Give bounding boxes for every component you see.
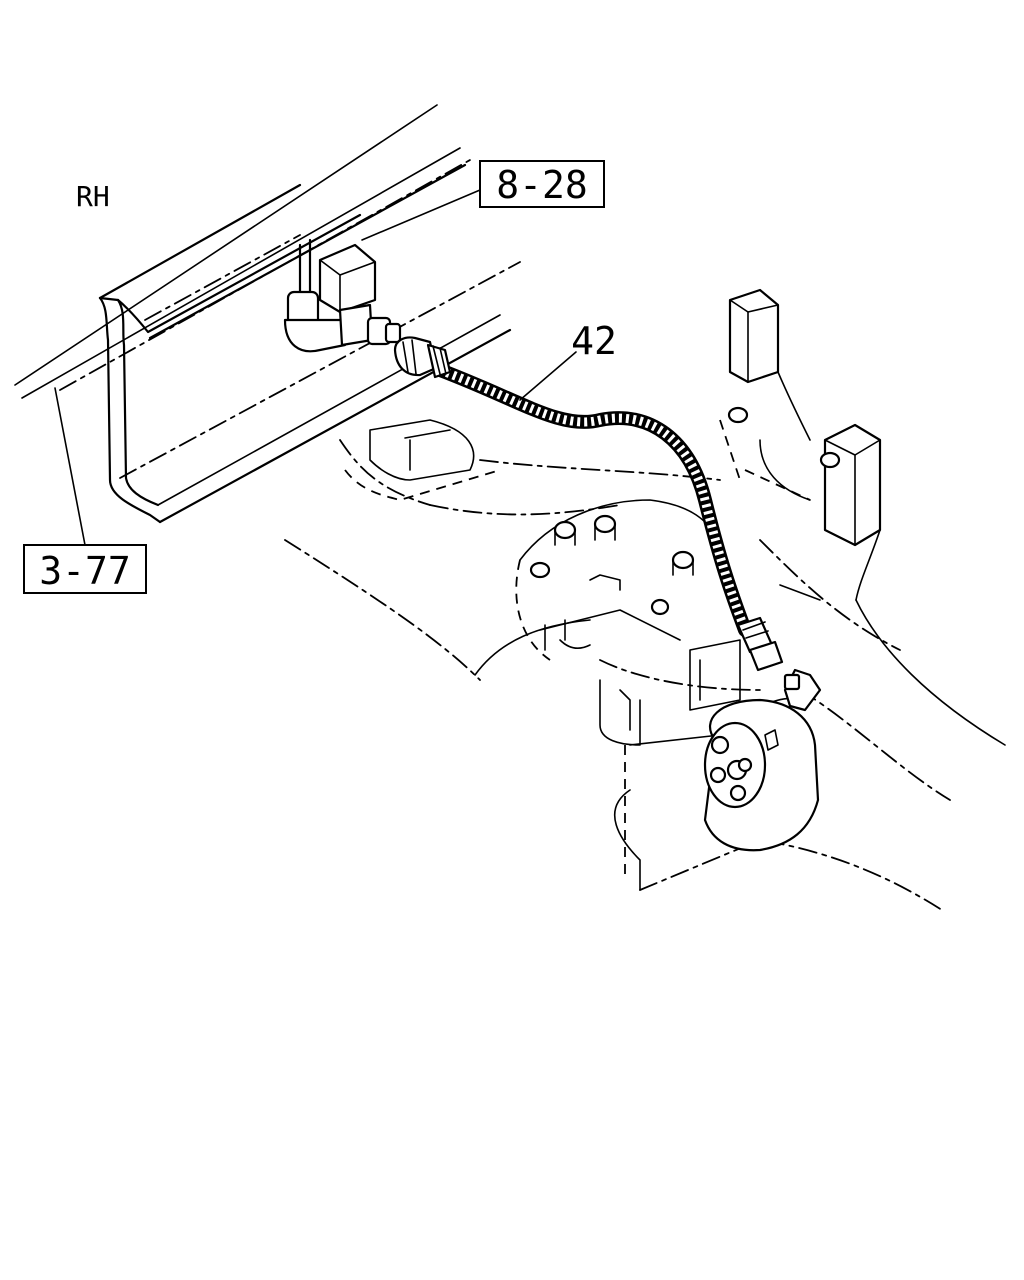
side-label: RH (76, 180, 110, 213)
spring-bracket (719, 288, 1006, 801)
axle-bolts (529, 514, 695, 616)
hose-upper-fitting (393, 336, 452, 379)
brake-hose (393, 336, 784, 672)
leader-lines (54, 189, 577, 546)
frame-rail (14, 104, 521, 524)
ref-label-lower: 3-77 (39, 549, 131, 593)
brake-chamber (703, 668, 822, 852)
hose-part-callout: 42 (571, 319, 617, 363)
junction-block (283, 238, 402, 353)
ref-box-lower[interactable]: 3-77 (23, 544, 147, 594)
ref-box-upper[interactable]: 8-28 (479, 160, 605, 208)
hose-lower-fitting (736, 616, 784, 672)
ref-label-upper: 8-28 (496, 163, 588, 207)
